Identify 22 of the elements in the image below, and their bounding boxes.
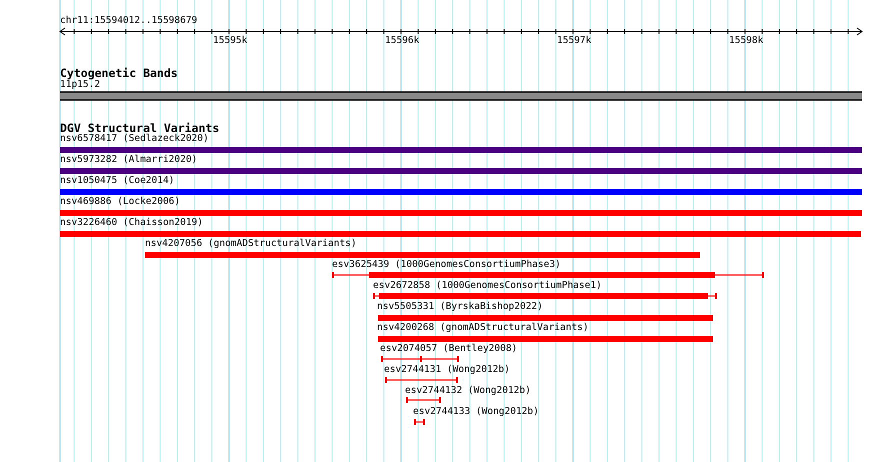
variant-label: nsv1050475 (Coe2014) [60, 176, 174, 186]
variant-label: nsv3226460 (Chaisson2019) [60, 218, 203, 228]
variant-label: nsv4200268 (gnomADStructuralVariants) [377, 323, 589, 332]
band-label: 11p15.2 [60, 80, 100, 90]
variant-label: esv3625439 (1000GenomesConsortiumPhase3) [332, 260, 561, 270]
variant-label: nsv469886 (Locke2006) [60, 197, 180, 206]
variant-label: nsv5973282 (Almarri2020) [60, 155, 198, 164]
chromosome-position: chr11:15594012..15598679 [60, 16, 198, 26]
track-title: Cytogenetic Bands [60, 68, 178, 80]
variant-label: esv2744132 (Wong2012b) [405, 386, 531, 396]
tick-label: 15598k [729, 36, 764, 46]
track-title: DGV Structural Variants [60, 123, 220, 134]
tick-label: 15595k [213, 36, 248, 46]
variant-label: esv2744133 (Wong2012b) [413, 407, 539, 416]
variant-label: esv2744131 (Wong2012b) [384, 365, 510, 374]
tick-label: 15597k [557, 36, 592, 46]
variant-label: nsv5505331 (ByrskaBishop2022) [377, 302, 543, 312]
variant-label: esv2672858 (1000GenomesConsortiumPhase1) [373, 281, 602, 290]
variant-label: nsv6578417 (Sedlazeck2020) [60, 134, 209, 144]
variant-label: esv2074057 (Bentley2008) [380, 344, 518, 354]
tick-label: 15596k [385, 36, 420, 46]
variant-label: nsv4207056 (gnomADStructuralVariants) [145, 239, 357, 248]
